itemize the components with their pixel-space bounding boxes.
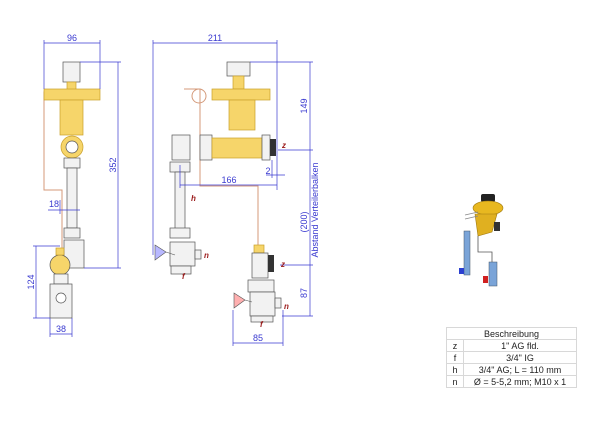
row-key: n <box>446 375 464 388</box>
port-label-z: z <box>281 141 286 150</box>
dim-87: 87 <box>299 288 309 298</box>
valve-body <box>228 99 256 131</box>
row-key: f <box>446 351 464 364</box>
handwheel-cap <box>226 61 251 77</box>
port-label-f: f <box>182 272 186 281</box>
dim-2: 2 <box>265 166 270 176</box>
left-side-view <box>33 40 121 337</box>
copper-capillary <box>43 91 63 250</box>
red-handle-icon <box>233 292 253 309</box>
capillary-coil <box>191 88 207 104</box>
dim-85: 85 <box>253 333 263 343</box>
port-label-z: z <box>280 260 285 269</box>
valve-body <box>59 99 84 136</box>
dim-166: 166 <box>221 175 236 185</box>
copper-capillary <box>184 88 259 245</box>
row-value: Ø = 5-5,2 mm; M10 x 1 <box>463 375 577 388</box>
product-3d-preview <box>459 194 504 287</box>
dim-211: 211 <box>208 33 222 43</box>
port-z-thread <box>270 139 276 156</box>
table-header: Beschreibung <box>446 327 577 340</box>
dim-18: 18 <box>49 199 59 209</box>
pipe <box>66 167 78 229</box>
handwheel-cap <box>62 61 81 83</box>
port-label-n: n <box>284 302 289 311</box>
valve-h <box>171 134 191 161</box>
port-label-f: f <box>260 320 264 329</box>
dim-352: 352 <box>108 157 118 172</box>
dim-38: 38 <box>56 324 66 334</box>
row-value: 3/4" AG; L = 110 mm <box>463 363 577 376</box>
dim-200: (200) <box>299 211 309 232</box>
row-key: h <box>446 363 464 376</box>
dim-149: 149 <box>299 98 309 113</box>
dim-distance-label: Abstand Verteilerbalken <box>310 162 320 257</box>
dim-124: 124 <box>26 274 36 289</box>
row-value: 3/4" IG <box>463 351 577 364</box>
tee-body <box>211 137 263 159</box>
blue-handle-icon <box>154 244 176 261</box>
dim-96: 96 <box>67 33 77 43</box>
row-key: z <box>446 339 464 352</box>
row-value: 1" AG fld. <box>463 339 577 352</box>
port-label-n: n <box>204 251 209 260</box>
yellow-flange <box>211 88 271 101</box>
right-front-view <box>152 40 313 346</box>
port-label-h: h <box>191 194 196 203</box>
yellow-flange <box>43 88 101 101</box>
ball-valve-handle <box>49 254 71 276</box>
